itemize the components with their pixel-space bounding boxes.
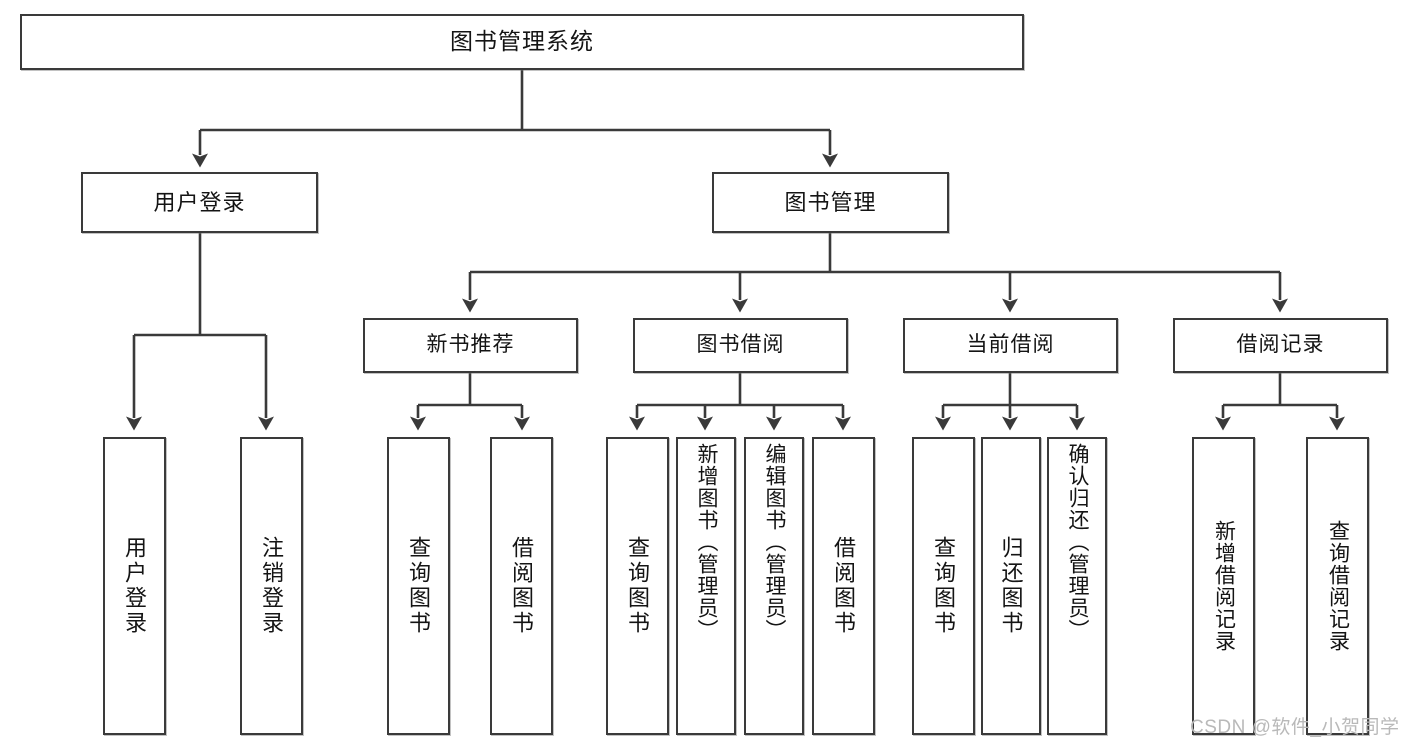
node-label: 图书管理系统 xyxy=(450,28,594,55)
node-root-system[interactable]: 图书管理系统 xyxy=(20,14,1024,70)
leaf-query-book-recommend[interactable]: 查询图书 xyxy=(387,437,450,735)
node-label: 借阅图书 xyxy=(509,536,535,636)
node-label: 编辑图书（管理员） xyxy=(763,443,787,641)
node-label: 查询图书 xyxy=(625,536,651,636)
node-label: 当前借阅 xyxy=(966,333,1055,357)
node-label: 新书推荐 xyxy=(426,333,515,357)
leaf-borrow-book[interactable]: 借阅图书 xyxy=(812,437,875,735)
node-label: 查询借阅记录 xyxy=(1326,520,1350,652)
leaf-logout-login[interactable]: 注销登录 xyxy=(240,437,303,735)
csdn-watermark: CSDN @软件_小贺同学 xyxy=(1190,717,1400,738)
node-label: 查询图书 xyxy=(931,536,957,636)
node-label: 图书管理 xyxy=(784,189,877,215)
node-label: 归还图书 xyxy=(998,536,1024,636)
leaf-query-borrow-record[interactable]: 查询借阅记录 xyxy=(1306,437,1369,735)
leaf-confirm-return-admin[interactable]: 确认归还（管理员） xyxy=(1047,437,1107,735)
node-label: 查询图书 xyxy=(406,536,432,636)
node-label: 借阅图书 xyxy=(831,536,857,636)
leaf-borrow-book-recommend[interactable]: 借阅图书 xyxy=(490,437,553,735)
node-book-management[interactable]: 图书管理 xyxy=(712,172,949,233)
leaf-query-book-borrow[interactable]: 查询图书 xyxy=(606,437,669,735)
node-label: 确认归还（管理员） xyxy=(1066,443,1090,641)
node-new-book-recommend[interactable]: 新书推荐 xyxy=(363,318,578,373)
node-current-borrow[interactable]: 当前借阅 xyxy=(903,318,1118,373)
node-label: 用户登录 xyxy=(153,189,246,215)
leaf-add-borrow-record[interactable]: 新增借阅记录 xyxy=(1192,437,1255,735)
node-label: 新增图书（管理员） xyxy=(695,443,719,641)
node-label: 注销登录 xyxy=(259,536,285,636)
node-borrow-record[interactable]: 借阅记录 xyxy=(1173,318,1388,373)
leaf-user-login[interactable]: 用户登录 xyxy=(103,437,166,735)
node-label: 新增借阅记录 xyxy=(1212,520,1236,652)
node-user-login[interactable]: 用户登录 xyxy=(81,172,318,233)
node-label: 图书借阅 xyxy=(696,333,785,357)
leaf-edit-book-admin[interactable]: 编辑图书（管理员） xyxy=(744,437,804,735)
node-label: 借阅记录 xyxy=(1236,333,1325,357)
leaf-add-book-admin[interactable]: 新增图书（管理员） xyxy=(676,437,736,735)
leaf-query-book-current[interactable]: 查询图书 xyxy=(912,437,975,735)
node-label: 用户登录 xyxy=(122,536,148,636)
node-book-borrow[interactable]: 图书借阅 xyxy=(633,318,848,373)
leaf-return-book[interactable]: 归还图书 xyxy=(981,437,1041,735)
